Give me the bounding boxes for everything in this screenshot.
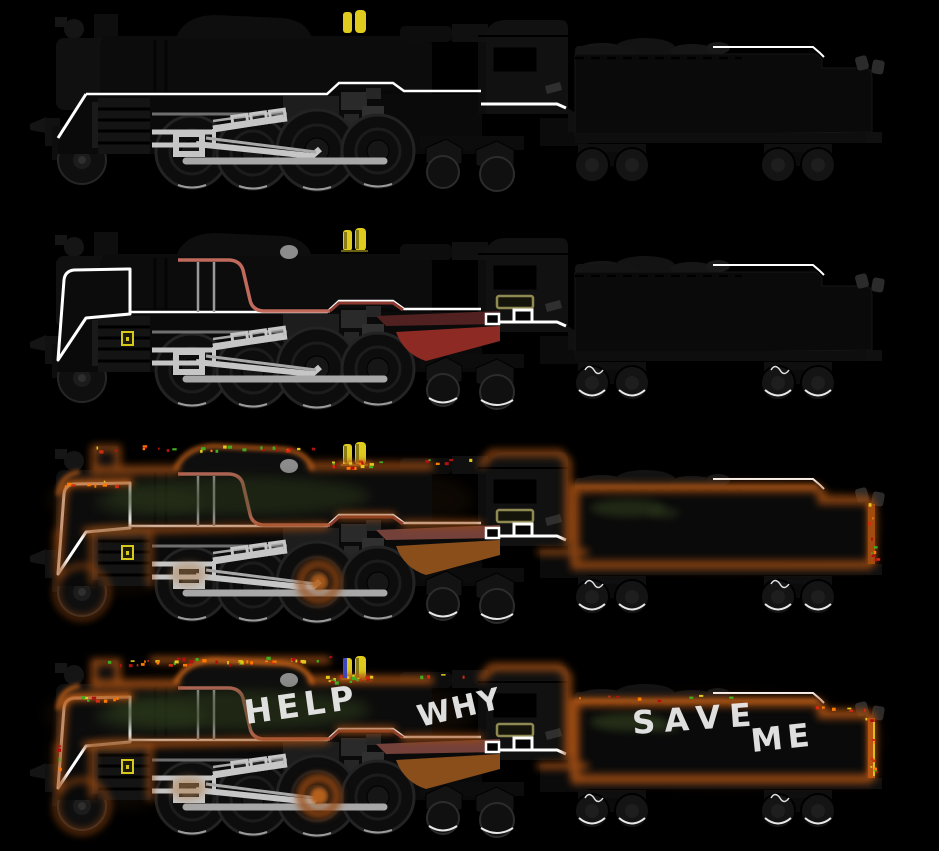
rust-glow-overlay — [53, 443, 877, 621]
locomotive-stage-4: HELP WHY SAVE ME — [30, 656, 885, 838]
glitch-dots — [64, 445, 881, 562]
tender-group — [574, 38, 885, 183]
graffiti-save: SAVE — [631, 695, 762, 742]
cab-nameplate — [495, 722, 535, 738]
tender-group — [574, 256, 885, 401]
tender-bogie — [760, 790, 836, 829]
boiler-pipe — [178, 258, 330, 313]
whistle-blue-glitch — [343, 658, 347, 678]
firebox-wedge-rusted — [396, 754, 500, 789]
tender-bogie — [574, 362, 650, 401]
tender-bogie — [760, 362, 836, 401]
glitch-dots — [56, 656, 879, 774]
locomotive-stage-3: HELP WHY SAVE ME — [30, 442, 885, 624]
locomotive-stage-2: HELP WHY SAVE ME — [30, 228, 885, 410]
side-rods-group — [152, 325, 388, 383]
firebox-wedge — [396, 326, 500, 361]
locomotive-stage-1: HELP WHY SAVE ME — [30, 10, 885, 192]
cab-nameplate — [495, 508, 535, 524]
stage2-details — [56, 230, 832, 406]
graffiti-me: ME — [749, 716, 816, 760]
cab-group — [478, 20, 604, 146]
rust-glow-overlay — [53, 657, 877, 835]
tender-bogie — [760, 144, 836, 183]
whistle-domes — [343, 10, 366, 33]
tender-bogie — [574, 790, 650, 829]
tender-group — [574, 470, 885, 615]
cab-nameplate — [495, 294, 535, 310]
tender-bogie — [574, 576, 650, 615]
side-rods-group — [152, 107, 388, 165]
tender-bogie — [760, 576, 836, 615]
smoke-deflector — [56, 267, 132, 362]
tender-bogie — [574, 144, 650, 183]
running-board-outline — [56, 81, 567, 139]
firebox-wedge-rusted — [396, 540, 500, 575]
